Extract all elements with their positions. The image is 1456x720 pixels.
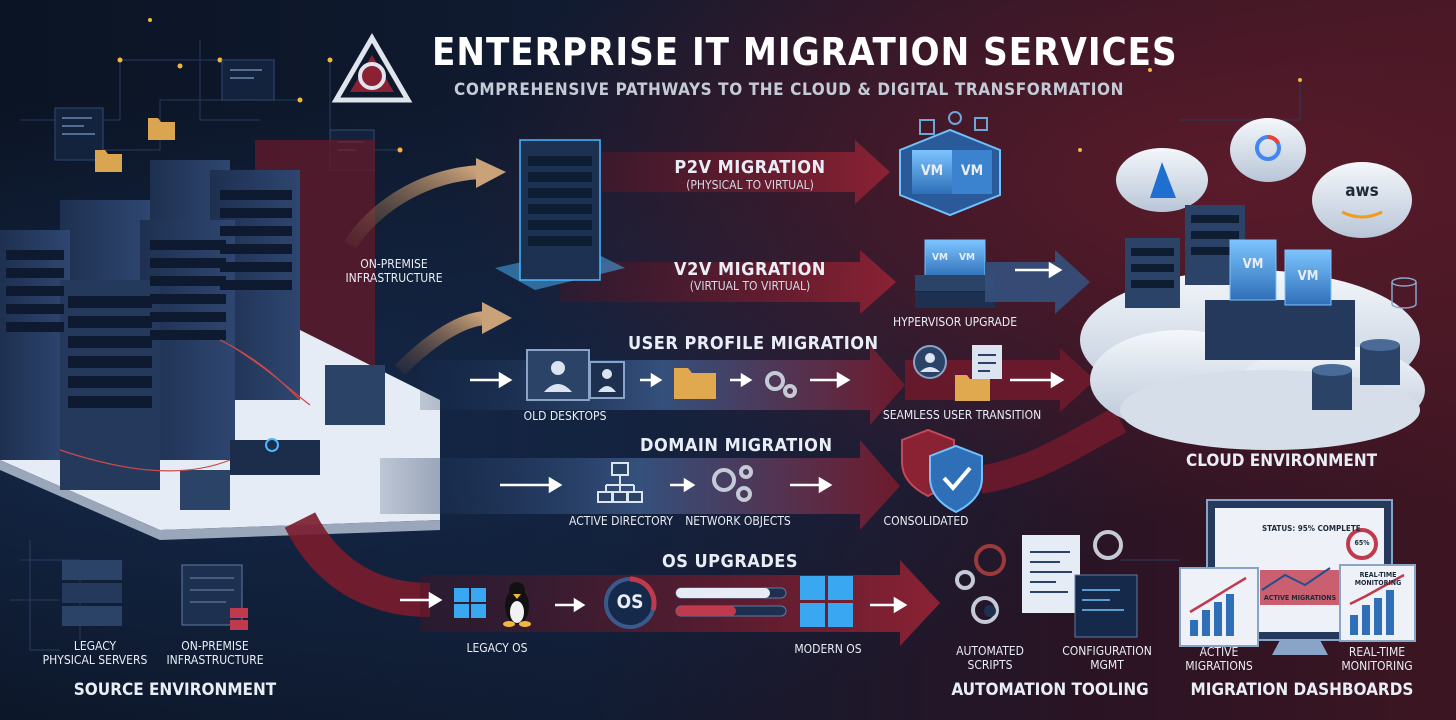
vm-label: VM [1297,269,1319,284]
vm-label: VM [960,163,984,179]
vm-label: VM [920,163,944,179]
user-transition-icons [913,345,1002,401]
active-directory-icon [597,462,643,503]
tan-arrow-lower [395,311,486,375]
configuration-mgmt-label: CONFIGURATION MGMT [1062,644,1152,672]
v2v-arrow [560,250,896,314]
modern-os-label: MODERN OS [794,642,862,656]
dashboard-status-text: STATUS: 95% COMPLETE [1262,524,1361,533]
old-desktop-icons [526,349,716,401]
physical-server-tower [495,139,625,290]
aws-label: aws [1345,181,1379,201]
circuit-nodes [67,18,1412,202]
shield-icons [901,428,983,514]
dashboard-art [1179,499,1416,655]
linux-penguin-icon [503,582,531,627]
server-racks [0,160,385,510]
p2v-arrow [540,140,890,204]
automation-tooling-art [984,530,1138,638]
domain-arrow [380,440,900,530]
os-badge-label: OS [616,591,644,613]
flow-chevrons [400,261,1065,614]
source-environment-heading: SOURCE ENVIRONMENT [73,680,277,700]
vm-label: VM [932,252,948,263]
tan-arrow-upper [344,165,481,249]
seamless-user-transition-label: SEAMLESS USER TRANSITION [882,408,1042,422]
dashboard-realtime-panel-text: REAL-TIME MONITORING [1354,571,1402,588]
old-desktops-label: OLD DESKTOPS [523,409,607,423]
vm-cube-top [899,111,1001,217]
user-profile-arrow [420,345,905,425]
os-progress-bars [675,587,787,617]
vm-label: VM [959,252,975,263]
consolidated-label: CONSOLIDATED [883,514,969,528]
v2v-title: V2V MIGRATION [674,259,826,280]
automation-tooling-heading: AUTOMATION TOOLING [951,680,1149,700]
network-objects-label: NETWORK OBJECTS [685,514,791,528]
legacy-servers-icon [62,560,248,630]
on-premise-infrastructure-bottom-label: ON-PREMISE INFRASTRUCTURE [166,639,264,667]
legacy-physical-servers-label: LEGACY PHYSICAL SERVERS [42,639,148,667]
cloud-environment-heading: CLOUD ENVIRONMENT [1186,451,1378,471]
real-time-monitoring-label: REAL-TIME MONITORING [1341,645,1413,673]
hypervisor-upgrade-label: HYPERVISOR UPGRADE [892,315,1018,329]
v2v-cloud-arrow [985,250,1090,314]
on-premise-infrastructure-label: ON-PREMISE INFRASTRUCTURE [345,257,443,285]
gear-icons [712,371,1006,624]
vm-label: VM [1242,257,1264,272]
v2v-subtitle: (VIRTUAL TO VIRTUAL) [689,279,811,293]
dashboard-gauge-text: 65% [1354,539,1370,547]
domain-migration-title: DOMAIN MIGRATION [640,435,833,456]
folder-icon [674,368,716,399]
cloud-environment-art [1080,118,1425,450]
os-arrow [420,560,940,646]
migration-dashboards-heading: MIGRATION DASHBOARDS [1190,680,1414,700]
dashboard-active-panel-text: ACTIVE MIGRATIONS [1263,594,1337,602]
user-profile-migration-title: USER PROFILE MIGRATION [628,333,879,354]
page-subtitle: COMPREHENSIVE PATHWAYS TO THE CLOUD & DI… [454,80,1124,100]
active-directory-label: ACTIVE DIRECTORY [569,514,673,528]
windows-logo-modern [800,576,853,627]
automated-scripts-label: AUTOMATED SCRIPTS [956,644,1024,672]
p2v-subtitle: (PHYSICAL TO VIRTUAL) [686,178,814,192]
legacy-os-label: LEGACY OS [466,641,528,655]
windows-logo-legacy [454,588,486,618]
page-title: ENTERPRISE IT MIGRATION SERVICES [432,30,1178,74]
os-upgrades-title: OS UPGRADES [661,551,799,572]
hypervisor-vm-stack [915,239,995,308]
code-panels [54,59,375,172]
p2v-title: P2V MIGRATION [674,157,826,178]
company-logo [331,33,413,103]
os-badge [604,576,657,629]
active-migrations-label: ACTIVE MIGRATIONS [1185,645,1253,673]
